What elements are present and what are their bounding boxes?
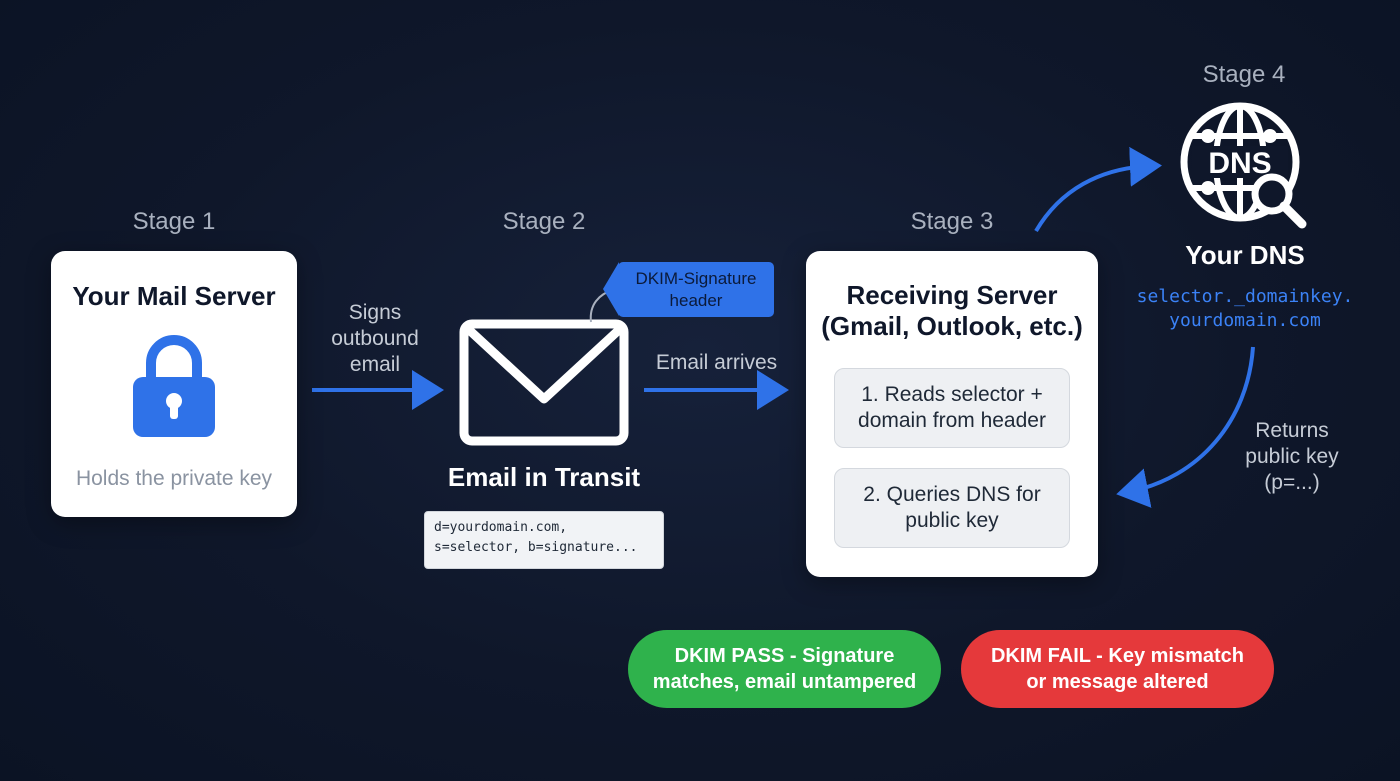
- dns-icon-text: DNS: [1208, 147, 1271, 180]
- signs-label: Signs outbound email: [331, 301, 419, 376]
- lock-icon: [133, 335, 215, 437]
- receiving-server-title: Receiving Server (Gmail, Outlook, etc.): [821, 280, 1083, 341]
- arrow-to-dns: [1034, 146, 1162, 233]
- mail-server-card: Your Mail Server Holds the private key: [51, 251, 297, 517]
- dns-title: Your DNS: [1185, 240, 1305, 270]
- mail-server-title: Your Mail Server: [72, 281, 276, 311]
- dkim-fail-badge: DKIM FAIL - Key mismatch or message alte…: [961, 630, 1274, 708]
- step-read-selector: 1. Reads selector + domain from header: [834, 368, 1070, 448]
- transit-title: Email in Transit: [447, 462, 641, 492]
- stage-1-label: Stage 1: [132, 208, 216, 235]
- stage-3-label: Stage 3: [910, 208, 994, 235]
- stage-4-label: Stage 4: [1202, 61, 1286, 88]
- dkim-pass-badge: DKIM PASS - Signature matches, email unt…: [628, 630, 941, 708]
- dns-record: selector._domainkey. yourdomain.com: [1136, 286, 1354, 331]
- arrives-label: Email arrives: [655, 351, 778, 374]
- mail-server-caption: Holds the private key: [75, 467, 273, 490]
- receiving-server-card: Receiving Server (Gmail, Outlook, etc.) …: [806, 251, 1098, 577]
- returns-label: Returns public key (p=...): [1245, 419, 1339, 494]
- signature-code-box: d=yourdomain.com, s=selector, b=signatur…: [424, 511, 664, 569]
- dns-globe-icon: DNS: [1180, 102, 1307, 229]
- arrow-returns: [1116, 346, 1255, 508]
- step-query-dns: 2. Queries DNS for public key: [834, 468, 1070, 548]
- envelope-icon: [459, 319, 629, 446]
- tag-point: [603, 262, 619, 316]
- stage-2-label: Stage 2: [502, 208, 586, 235]
- dkim-signature-tag: DKIM-Signature header: [618, 262, 774, 317]
